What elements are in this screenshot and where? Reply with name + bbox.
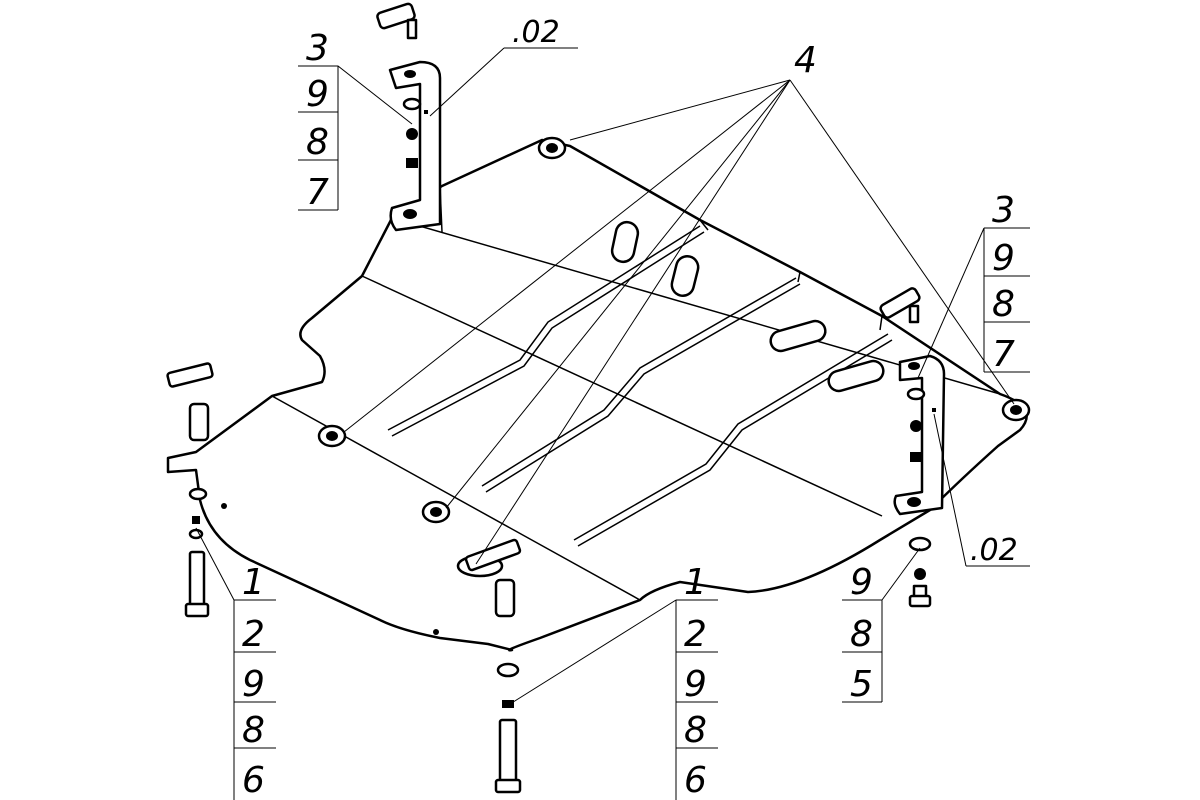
boss	[317, 424, 347, 448]
center-front-fasteners	[456, 538, 522, 794]
right-rear-fasteners	[908, 536, 932, 608]
callout-label: 9	[242, 664, 265, 705]
callout-label: 8	[684, 710, 707, 751]
callout-bottom-center: 1 2 9 8 6	[684, 562, 707, 800]
callout-label: 6	[684, 760, 707, 800]
boss	[421, 500, 451, 524]
callout-label: 7	[306, 172, 329, 213]
callout-label: 8	[306, 122, 329, 163]
callout-label: 8	[850, 614, 873, 655]
boss	[537, 136, 567, 160]
callout-label: 2	[684, 614, 707, 655]
boss	[1001, 398, 1031, 422]
callout-bottom-right: 9 8 5	[850, 562, 873, 705]
callout-bottom-left: 1 2 9 8 6	[242, 562, 265, 800]
callout-label: 8	[992, 284, 1015, 325]
callout-label: 3	[992, 190, 1015, 231]
callout-label: 7	[992, 334, 1015, 375]
callout-ref-top: .02	[512, 15, 560, 50]
callout-label: 2	[242, 614, 265, 655]
left-front-fasteners	[166, 362, 214, 618]
callout-label: 9	[684, 664, 707, 705]
top-left-bracket-assembly	[376, 2, 442, 232]
callout-label: 5	[850, 664, 873, 705]
callout-top-center: 4	[794, 40, 817, 81]
right-bracket-assembly	[879, 287, 946, 516]
callout-label: 9	[992, 238, 1015, 279]
callout-label: 3	[306, 28, 329, 69]
callout-label: 9	[306, 74, 329, 115]
callout-right: 3 9 8 7	[992, 190, 1015, 375]
callout-label: 1	[242, 562, 265, 603]
callout-label: 8	[242, 710, 265, 751]
callout-top-left: 3 9 8 7	[306, 28, 329, 213]
callout-label: 6	[242, 760, 265, 800]
leader-lines	[195, 47, 1030, 800]
callout-label: 1	[684, 562, 707, 603]
callout-ref-right: .02	[970, 533, 1018, 568]
skid-plate	[166, 136, 1031, 652]
callout-label: 9	[850, 562, 873, 603]
